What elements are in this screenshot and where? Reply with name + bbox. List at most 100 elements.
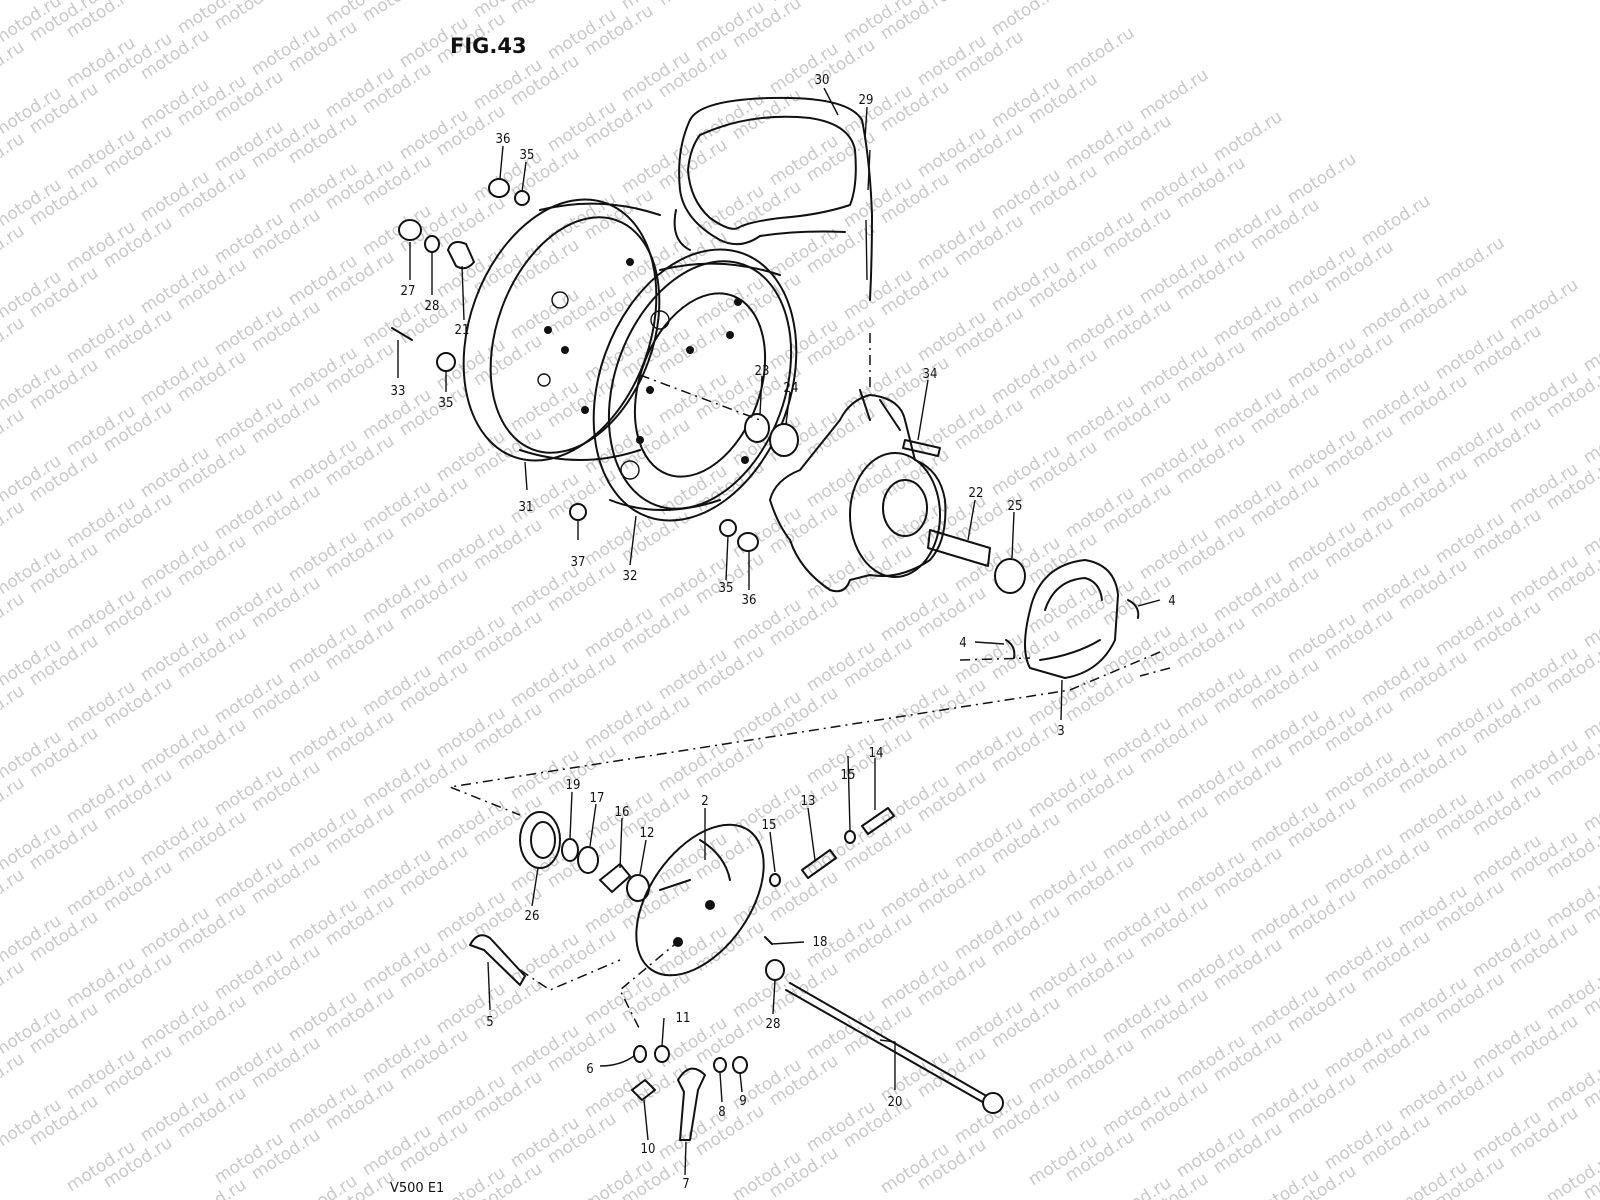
label-14: 14 bbox=[869, 746, 884, 761]
label-16: 16 bbox=[615, 805, 630, 820]
washer-part-35 bbox=[514, 190, 530, 206]
nut-part-9 bbox=[732, 1056, 748, 1074]
label-33: 33 bbox=[391, 384, 406, 399]
bearing-part-24 bbox=[769, 423, 799, 457]
label-18: 18 bbox=[813, 935, 828, 950]
watermark-text: motod.ru bbox=[1580, 685, 1600, 744]
valve-stem-part-33 bbox=[391, 327, 413, 341]
label-35-left: 35 bbox=[439, 396, 454, 411]
watermark-text: motod.ru bbox=[0, 589, 28, 648]
brake-shoes-part-3 bbox=[1024, 559, 1119, 679]
watermark-text: motod.ru bbox=[507, 0, 583, 18]
bearing-part-23 bbox=[744, 413, 770, 443]
label-30: 30 bbox=[815, 73, 830, 88]
watermark-text: motod.ru bbox=[1580, 317, 1600, 376]
watermark-text: motod.ru bbox=[1136, 65, 1212, 124]
watermark-text: motod.ru bbox=[1580, 409, 1600, 468]
pin-part-18 bbox=[764, 936, 773, 945]
washer-part-28-lower bbox=[765, 959, 785, 981]
label-15-right: 15 bbox=[841, 768, 856, 783]
watermark-text: motod.ru bbox=[988, 0, 1064, 40]
watermark-text: motod.ru bbox=[0, 313, 28, 372]
plate-part-16 bbox=[598, 862, 632, 894]
bolt-part-10 bbox=[631, 1079, 656, 1101]
label-6: 6 bbox=[586, 1062, 593, 1077]
seal-part-12 bbox=[626, 874, 650, 902]
watermark-text: motod.ru bbox=[1580, 501, 1600, 560]
watermark-text: motod.ru bbox=[655, 0, 731, 10]
watermark-text: motod.ru bbox=[1099, 1173, 1175, 1200]
label-4-left: 4 bbox=[959, 636, 966, 651]
watermark-text: motod.ru bbox=[0, 773, 28, 832]
label-31: 31 bbox=[519, 500, 534, 515]
label-37: 37 bbox=[571, 555, 586, 570]
watermark-text: motod.ru bbox=[1358, 191, 1434, 250]
rim-half-part-32 bbox=[592, 248, 798, 522]
watermark-text: motod.ru bbox=[0, 497, 28, 556]
label-24: 24 bbox=[784, 381, 799, 396]
label-4-right: 4 bbox=[1168, 594, 1175, 609]
cam-part-5 bbox=[469, 934, 526, 986]
label-23: 23 bbox=[755, 364, 770, 379]
valve-part-21 bbox=[446, 241, 476, 270]
seal-part-26 bbox=[519, 811, 561, 869]
label-22: 22 bbox=[969, 486, 984, 501]
ring-part-19 bbox=[561, 838, 579, 862]
label-26: 26 bbox=[525, 909, 540, 924]
label-10: 10 bbox=[641, 1142, 656, 1157]
label-36-lower: 36 bbox=[742, 593, 757, 608]
pin-part-13 bbox=[801, 849, 837, 879]
axle-sleeve-part-22 bbox=[927, 529, 991, 567]
watermark-text: motod.ru bbox=[0, 129, 28, 188]
washer-part-15-left bbox=[769, 873, 781, 887]
washer-part-8 bbox=[713, 1057, 727, 1073]
label-29: 29 bbox=[859, 93, 874, 108]
watermark-text: motod.ru bbox=[1506, 275, 1582, 334]
watermark-text: motod.ru bbox=[0, 957, 28, 1016]
ring-part-6 bbox=[633, 1045, 647, 1063]
watermark-text: motod.ru bbox=[0, 865, 28, 924]
washer-part-11 bbox=[654, 1045, 670, 1063]
washer-part-35-left bbox=[436, 352, 456, 372]
axle-part-20 bbox=[785, 982, 1004, 1114]
lever-part-7 bbox=[677, 1067, 706, 1141]
watermark-text: motod.ru bbox=[1210, 107, 1286, 166]
figure-title: FIG.43 bbox=[450, 34, 527, 58]
watermark-text: motod.ru bbox=[1062, 23, 1138, 82]
nut-part-36 bbox=[488, 178, 510, 198]
watermark-text: motod.ru bbox=[0, 405, 28, 464]
label-25: 25 bbox=[1008, 499, 1023, 514]
watermark-text: motod.ru bbox=[0, 1049, 28, 1108]
label-28-lower: 28 bbox=[766, 1017, 781, 1032]
label-21: 21 bbox=[455, 323, 470, 338]
rim-half-part-31 bbox=[462, 198, 661, 462]
cap-part-37 bbox=[569, 503, 587, 521]
ring-part-17 bbox=[577, 846, 599, 874]
washer-part-15-right bbox=[844, 830, 856, 844]
label-7: 7 bbox=[682, 1177, 689, 1192]
watermark-text: motod.ru bbox=[0, 37, 28, 96]
label-36: 36 bbox=[496, 132, 511, 147]
washer-part-35-lower bbox=[719, 519, 737, 537]
nut-part-36-lower bbox=[737, 532, 759, 552]
bearing-part-25 bbox=[994, 558, 1026, 594]
label-28: 28 bbox=[425, 299, 440, 314]
bolt-part-34 bbox=[902, 439, 941, 457]
label-8: 8 bbox=[718, 1105, 725, 1120]
label-32: 32 bbox=[623, 569, 638, 584]
watermark-text: motod.ru bbox=[1432, 233, 1508, 292]
label-9: 9 bbox=[739, 1094, 746, 1109]
watermark-text: motod.ru bbox=[174, 1175, 250, 1200]
watermark-text: motod.ru bbox=[0, 681, 28, 740]
model-code: V500 E1 bbox=[390, 1181, 444, 1196]
label-34: 34 bbox=[923, 367, 938, 382]
part-labels: 30 29 36 35 27 28 21 33 35 23 24 34 31 3… bbox=[391, 73, 1176, 1192]
watermark-text: motod.ru bbox=[1580, 777, 1600, 836]
label-20: 20 bbox=[888, 1095, 903, 1110]
spring-part-4-left bbox=[1005, 639, 1016, 659]
watermark-text: motod.ru bbox=[1580, 593, 1600, 652]
bolt-part-14 bbox=[861, 807, 895, 835]
label-12: 12 bbox=[640, 826, 655, 841]
